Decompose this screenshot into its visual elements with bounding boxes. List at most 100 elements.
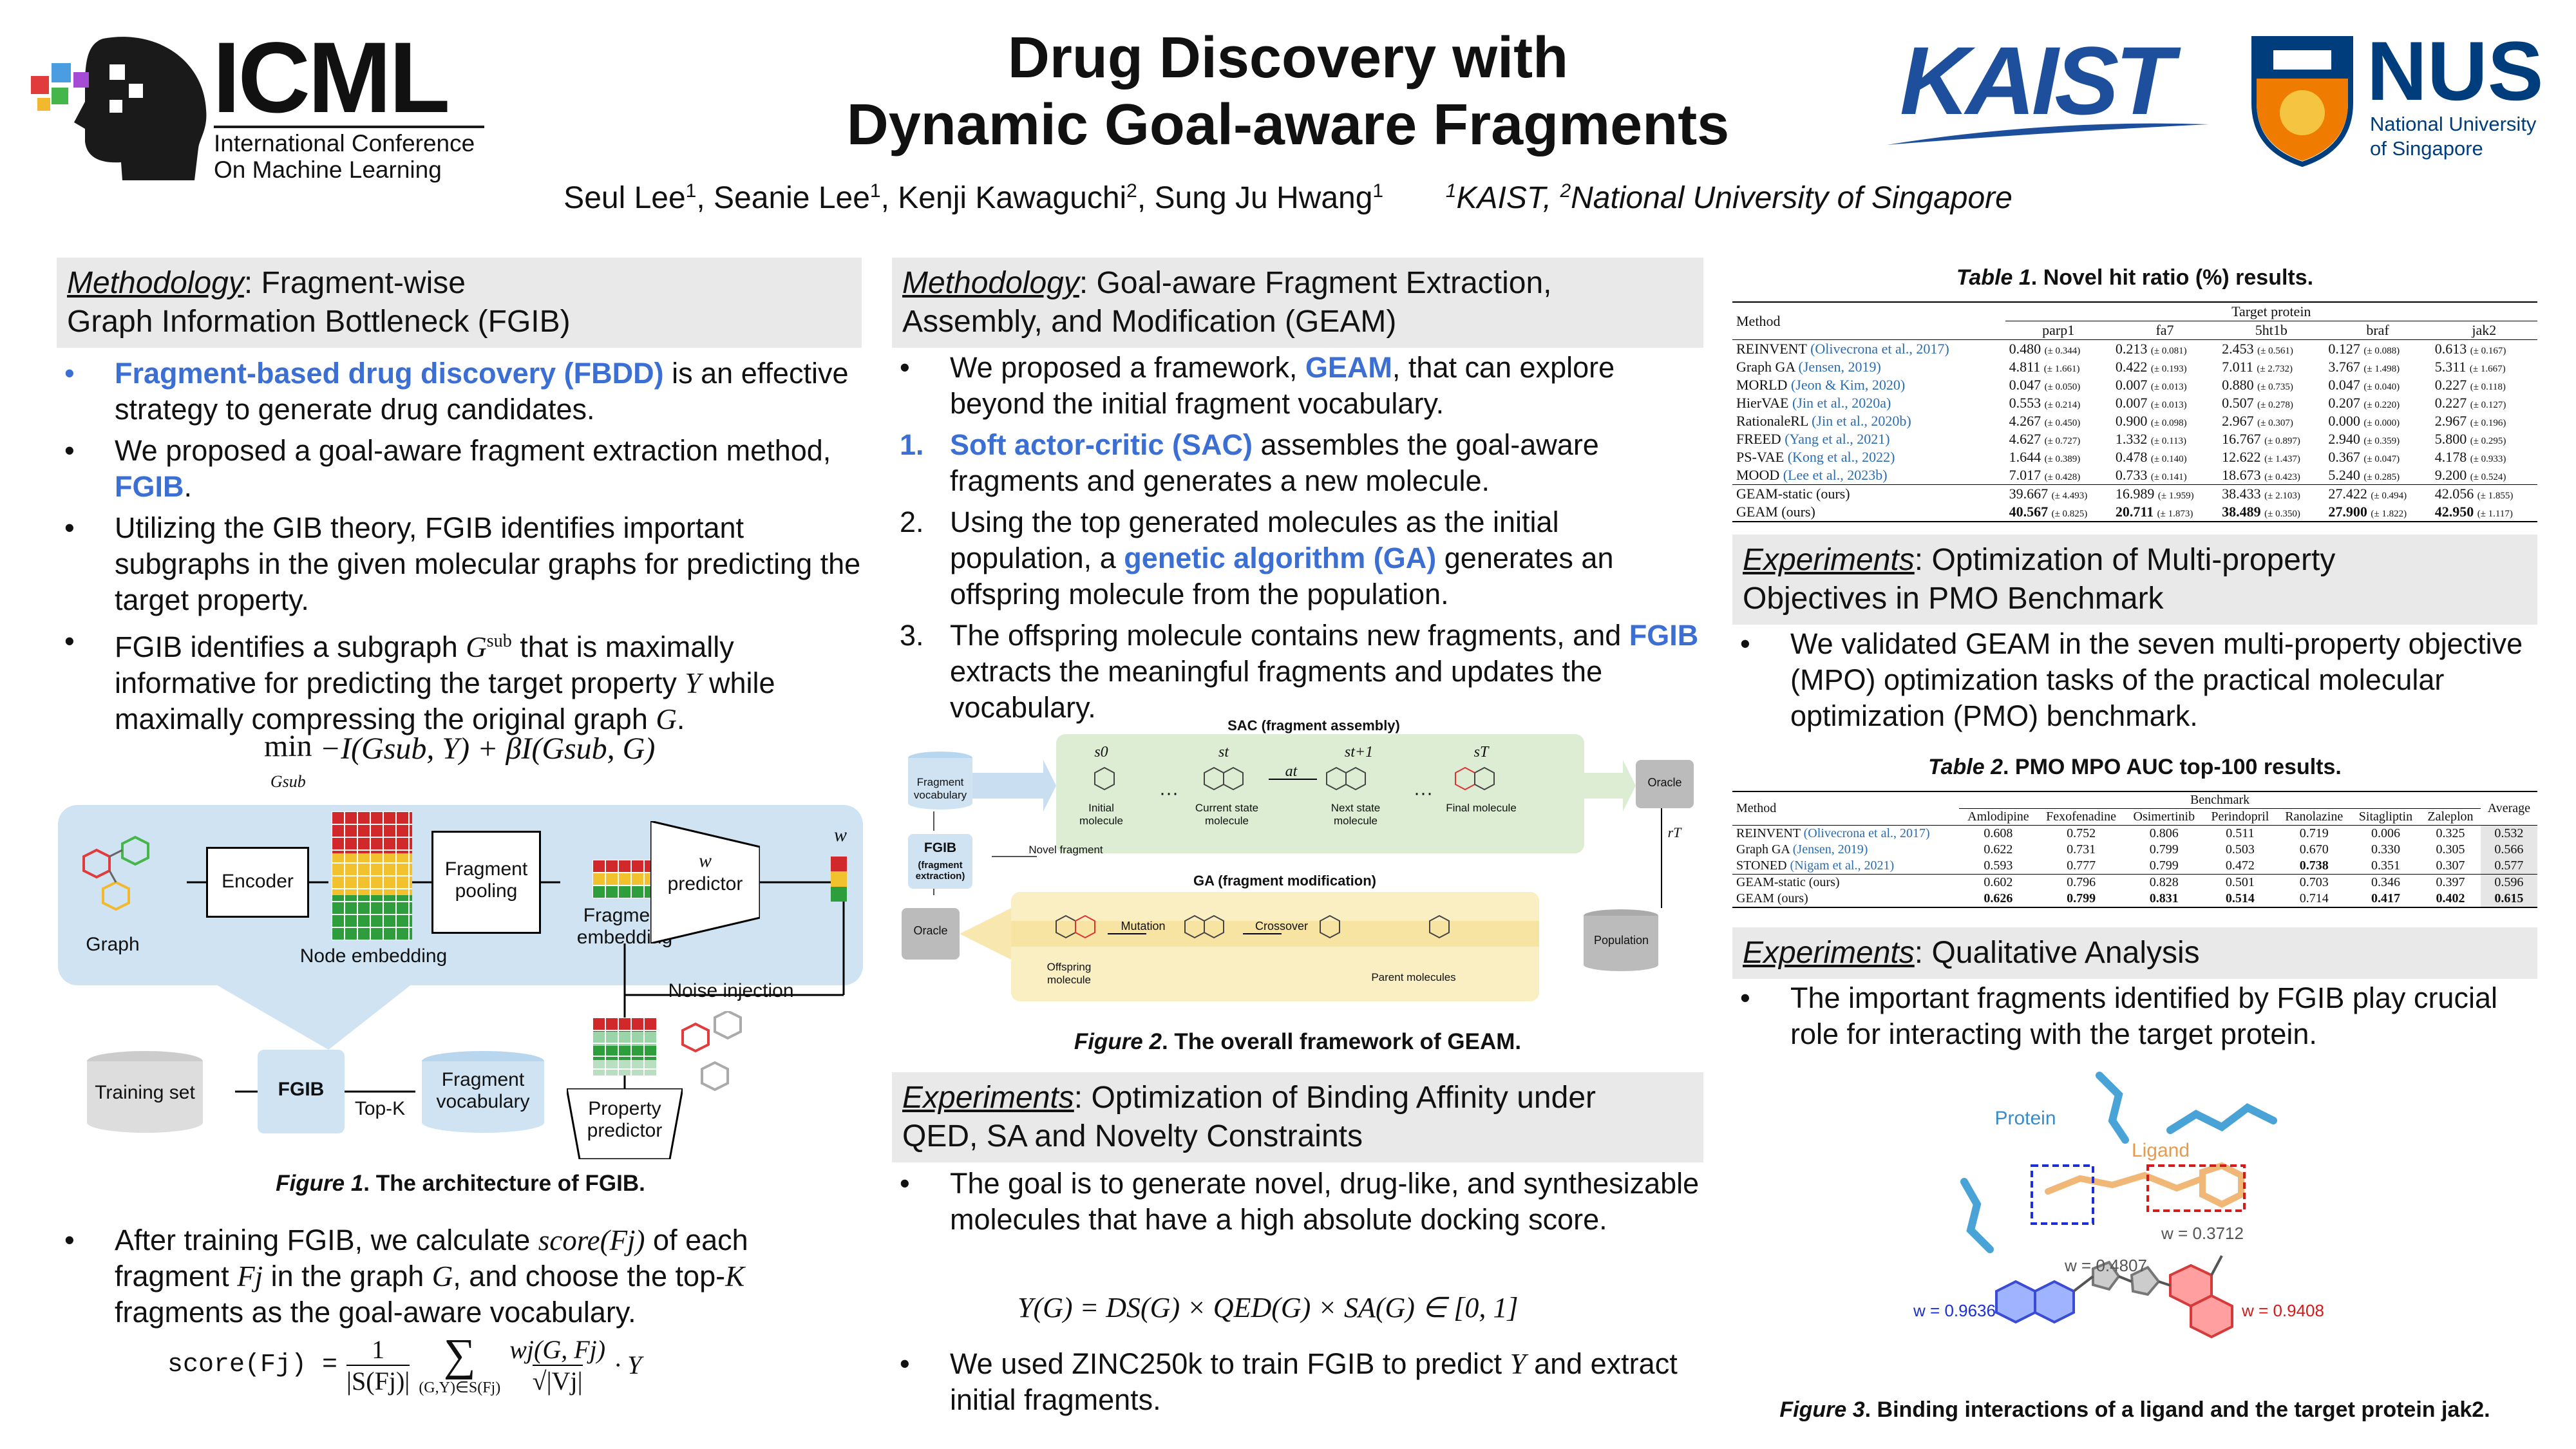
cell-value: 27.900	[2328, 504, 2371, 520]
cell-std: (± 0.359)	[2363, 436, 2400, 446]
cell-std: (± 0.897)	[2264, 436, 2300, 446]
cell-value: 0.831	[2149, 891, 2179, 905]
method-name: MOOD	[1736, 467, 1783, 483]
cell-value: 18.673	[2222, 467, 2265, 483]
col3-heading-1: Experiments: Optimization of Multi-prope…	[1732, 535, 2537, 625]
table1-value-cell: 2.940 (± 0.359)	[2324, 430, 2430, 448]
cell-value: 0.796	[2067, 875, 2096, 889]
cell-value: 0.478	[2115, 449, 2151, 465]
method-citation: (Yang et al., 2021)	[1785, 431, 1890, 447]
table1-value-cell: 0.007 (± 0.013)	[2112, 394, 2218, 412]
table2-value-cell: 0.325	[2420, 825, 2481, 842]
table2-value-cell: 0.514	[2202, 891, 2277, 908]
cell-std: (± 0.050)	[2044, 382, 2081, 392]
col3-heading-2: Experiments: Qualitative Analysis	[1732, 927, 2537, 979]
table1-value-cell: 40.567 (± 0.825)	[2005, 503, 2112, 522]
cell-value: 0.622	[1984, 842, 2013, 857]
cell-value: 0.047	[2328, 377, 2364, 393]
col2-step-3: 3.The offspring molecule contains new fr…	[900, 619, 1699, 724]
figure-3: Protein Ligand w = 0.3712 w = 0.4807 w =…	[1913, 1069, 2338, 1385]
table2-value-cell: 0.799	[2037, 891, 2125, 908]
method-citation: (Jin et al., 2020b)	[1812, 413, 1911, 429]
col1-bullet-3: •Utilizing the GIB theory, FGIB identifi…	[64, 511, 861, 616]
cell-std: (± 0.295)	[2470, 436, 2506, 446]
table1-value-cell: 0.007 (± 0.013)	[2112, 376, 2218, 394]
table2-value-cell: 0.719	[2277, 825, 2351, 842]
col2-bullets: •We proposed a framework, GEAM, that can…	[892, 350, 1703, 731]
cell-value: 2.967	[2222, 413, 2258, 429]
cell-value: 38.433	[2222, 486, 2265, 502]
method-citation: (Jensen, 2019)	[1798, 359, 1881, 375]
cell-std: (± 0.127)	[2470, 400, 2506, 410]
method-name: HierVAE	[1736, 395, 1792, 411]
cell-value: 0.806	[2149, 826, 2179, 840]
table2-value-cell: 0.402	[2420, 891, 2481, 908]
cell-value: 42.950	[2434, 504, 2477, 520]
table2-value-cell: 0.622	[1959, 842, 2037, 858]
cell-std: (± 1.822)	[2371, 509, 2407, 519]
table1-value-cell: 3.767 (± 1.498)	[2324, 358, 2430, 376]
table1-value-cell: 38.489 (± 0.350)	[2218, 503, 2325, 522]
cell-value: 0.503	[2225, 842, 2255, 857]
table1-column-header: braf	[2366, 322, 2389, 338]
table2-method-cell: STONED (Nigam et al., 2021)	[1732, 858, 1959, 875]
table1-method-cell: MOOD (Lee et al., 2023b)	[1732, 466, 2005, 485]
cell-std: (± 0.450)	[2044, 418, 2081, 428]
table2-group-header: Benchmark	[1959, 791, 2481, 809]
fig3-caption: Figure 3. Binding interactions of a liga…	[1779, 1397, 2490, 1422]
fig1-node-embedding-label: Node embedding	[299, 945, 448, 967]
table1-value-cell: 0.900 (± 0.098)	[2112, 412, 2218, 430]
cell-value: 0.719	[2299, 826, 2329, 840]
cell-std: (± 0.141)	[2150, 472, 2187, 482]
cell-value: 42.056	[2434, 486, 2477, 502]
fig2-population-cylinder	[1584, 909, 1658, 971]
table2-average-header: Average	[2480, 791, 2537, 826]
table1-value-cell: 7.011 (± 2.732)	[2218, 358, 2324, 376]
table1-value-cell: 0.422 (± 0.193)	[2112, 358, 2218, 376]
fig2-caption: Figure 2. The overall framework of GEAM.	[1074, 1029, 1522, 1054]
table1-value-cell: 4.811 (± 1.661)	[2005, 358, 2112, 376]
col3-bullets-2: •The important fragments identified by F…	[1732, 980, 2537, 1057]
col2-step-1: 1.Soft actor-critic (SAC) assembles the …	[900, 428, 1599, 497]
cell-value: 16.767	[2222, 431, 2265, 447]
table1-value-cell: 0.207 (± 0.220)	[2324, 394, 2430, 412]
author-2: Seanie Lee	[714, 181, 870, 215]
authors-line: Seul Lee1, Seanie Lee1, Kenji Kawaguchi2…	[564, 180, 2012, 215]
fig2-oracle-bottom-box	[902, 908, 960, 960]
nus-subtitle-1: National University	[2370, 113, 2537, 135]
col2-bullet-zinc: •We used ZINC250k to train FGIB to predi…	[900, 1347, 1678, 1416]
cell-value: 0.626	[1984, 891, 2013, 905]
fig3-binding-illustration	[1960, 1072, 2277, 1339]
figure-1: Graph Encoder Node embedding Fragment po…	[58, 805, 863, 1166]
author-3: Kenji Kawaguchi	[898, 181, 1127, 215]
table2-value-cell: 0.670	[2277, 842, 2351, 858]
cell-value: 0.799	[2149, 842, 2179, 857]
cell-value: 1.332	[2115, 431, 2151, 447]
cell-value: 7.011	[2222, 359, 2257, 375]
cell-value: 1.644	[2009, 449, 2045, 465]
table2-value-cell: 0.714	[2277, 891, 2351, 908]
training-set-cylinder	[87, 1051, 203, 1133]
table-row: PS-VAE (Kong et al., 2022)1.644 (± 0.389…	[1732, 448, 2537, 466]
table1-value-cell: 0.480 (± 0.344)	[2005, 339, 2112, 358]
table2-value-cell: 0.828	[2125, 874, 2203, 891]
cell-value: 0.472	[2225, 858, 2255, 873]
method-citation: (Olivecrona et al., 2017)	[1810, 341, 1949, 357]
fig3-w-4: w = 0.9408	[2242, 1301, 2324, 1320]
table2-method-cell: Graph GA (Jensen, 2019)	[1732, 842, 1959, 858]
table2-method-cell: GEAM (ours)	[1732, 891, 1960, 908]
cell-value: 3.767	[2328, 359, 2364, 375]
fig1-fgib-box	[258, 1050, 345, 1133]
cell-std: (± 0.524)	[2470, 472, 2506, 482]
table1-column-header: parp1	[2042, 322, 2075, 338]
method-name: REINVENT	[1736, 826, 1804, 840]
cell-value: 0.307	[2436, 858, 2465, 873]
table2-value-cell: 0.006	[2351, 825, 2421, 842]
method-name: REINVENT	[1736, 341, 1811, 357]
cell-std: (± 0.350)	[2264, 509, 2300, 519]
cell-value: 0.733	[2115, 467, 2151, 483]
